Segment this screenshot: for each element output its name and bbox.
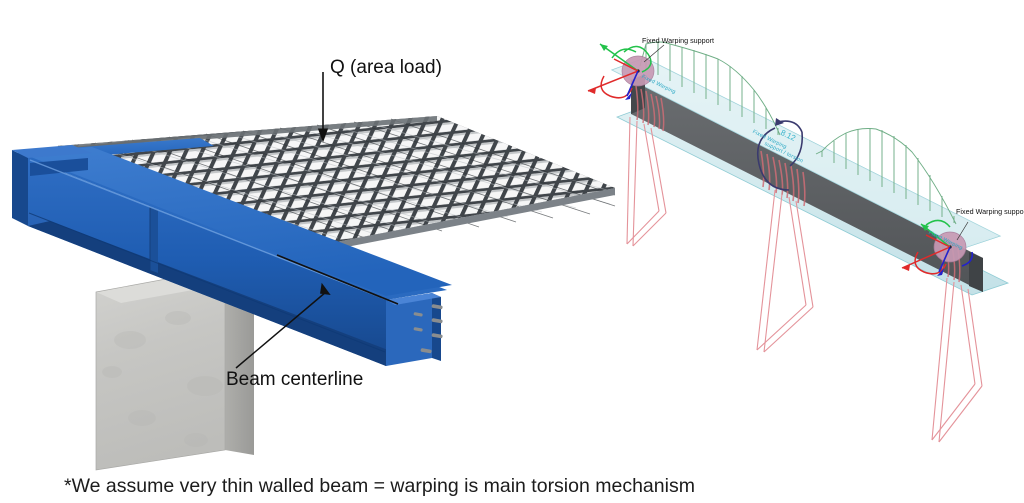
- figure-caption: *We assume very thin walled beam = warpi…: [64, 475, 695, 497]
- fixed-warping-support-label-right: Fixed Warping support: [956, 207, 1024, 216]
- torque-diagram: [626, 116, 983, 443]
- blue-i-beam: [12, 138, 452, 366]
- analysis-beam-body: [610, 57, 1010, 296]
- beam-end-plate-with-bolts: [413, 304, 443, 354]
- warping-stress-hatching: [635, 85, 665, 132]
- warping-stress-hatching-mid: [760, 150, 806, 207]
- area-load-label: Q (area load): [330, 57, 442, 78]
- fixed-warping-support-label-left: Fixed Warping support: [642, 36, 715, 45]
- fixed-warping-support-left: [587, 43, 665, 100]
- concrete-column: [95, 267, 254, 471]
- area-load-arrow: [317, 72, 329, 143]
- fixed-warping-support-right: [901, 219, 974, 276]
- bimoment-diagram: [639, 41, 957, 225]
- beam-centerline-leader: [235, 254, 399, 369]
- beam-centerline-label: Beam centerline: [226, 369, 364, 390]
